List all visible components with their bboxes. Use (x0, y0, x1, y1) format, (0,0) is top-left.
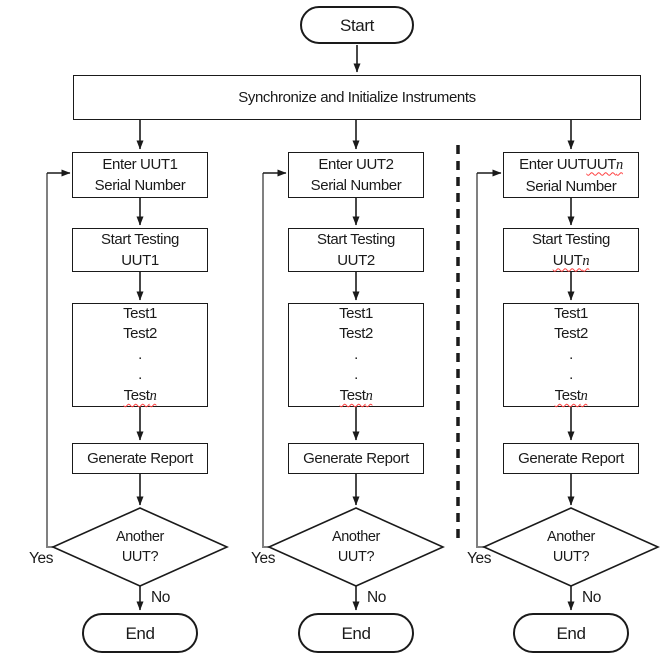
start-testing-unit-uutn: UUTn (552, 251, 590, 269)
test-line-2: Test2 (554, 325, 588, 343)
label-no-uut2: No (367, 589, 387, 606)
decision-text-uut1: Another UUT? (116, 529, 164, 565)
node-generate-report-uut1: Generate Report (72, 443, 208, 474)
sync-label: Synchronize and Initialize Instruments (238, 89, 476, 106)
test-dot: . (569, 345, 573, 363)
enter-line-uut2: Enter UUT2 (318, 156, 394, 173)
node-enter-serial-uutn: Enter UUT​UUTn Serial Number (503, 152, 639, 198)
test-dot: . (569, 366, 573, 384)
loop-yes-wire-uutn (476, 173, 485, 548)
end-label-uut1: End (125, 623, 155, 643)
start-testing-unit-uut1: UUT1 (121, 252, 159, 269)
label-yes-uut2: Yes (251, 550, 276, 567)
node-start-testing-uut1: Start Testing UUT1 (72, 228, 208, 272)
label-no-uutn: No (582, 589, 602, 606)
decision-text-uut2: Another UUT? (332, 529, 380, 565)
label-yes-uutn: Yes (467, 550, 492, 567)
report-label-uut2: Generate Report (303, 450, 409, 467)
test-line-1: Test1 (554, 304, 588, 322)
serial-line-uut2: Serial Number (310, 177, 402, 194)
serial-line-uutn: Serial Number (525, 177, 617, 195)
decision-text-uutn: Another UUT? (547, 529, 595, 565)
node-generate-report-uut2: Generate Report (288, 443, 424, 474)
start-testing-line-uut2: Start Testing (317, 231, 395, 248)
node-enter-serial-uut1: Enter UUT1 Serial Number (72, 152, 208, 198)
end-label-uutn: End (556, 623, 586, 643)
node-start-testing-uutn: Start Testing UUTn (503, 228, 639, 272)
test-line-1: Test1 (339, 304, 373, 322)
node-tests-uut1: Test1 Test2 . . Testn (72, 303, 208, 407)
end-label-uut2: End (341, 623, 371, 643)
report-label-uut1: Generate Report (87, 450, 193, 467)
decision-diamond-uut2 (267, 507, 445, 587)
test-line-n: Testn (123, 386, 157, 404)
node-end-terminator-uutn: End (513, 613, 629, 653)
serial-line-uut1: Serial Number (94, 177, 186, 194)
test-line-2: Test2 (339, 325, 373, 343)
test-dot: . (138, 366, 142, 384)
node-generate-report-uutn: Generate Report (503, 443, 639, 474)
node-end-terminator-uut1: End (82, 613, 198, 653)
loop-yes-wire-uut2 (262, 173, 270, 548)
test-line-1: Test1 (123, 304, 157, 322)
node-sync-process: Synchronize and Initialize Instruments (73, 75, 641, 120)
test-line-n: Testn (554, 386, 588, 404)
start-testing-unit-uut2: UUT2 (337, 252, 375, 269)
start-testing-line-uutn: Start Testing (532, 230, 610, 248)
decision-diamond-uutn (482, 507, 660, 587)
report-label-uutn: Generate Report (518, 450, 624, 467)
node-start-testing-uut2: Start Testing UUT2 (288, 228, 424, 272)
node-tests-uut2: Test1 Test2 . . Testn (288, 303, 424, 407)
test-dot: . (354, 366, 358, 384)
loop-yes-wire-uut1 (46, 173, 54, 548)
test-line-n: Testn (339, 386, 373, 404)
start-label: Start (340, 15, 374, 35)
decision-diamond-uut1 (51, 507, 229, 587)
enter-line-uut1: Enter UUT1 (102, 156, 178, 173)
node-enter-serial-uut2: Enter UUT2 Serial Number (288, 152, 424, 198)
test-dot: . (138, 345, 142, 363)
label-no-uut1: No (151, 589, 171, 606)
start-testing-line-uut1: Start Testing (101, 231, 179, 248)
node-end-terminator-uut2: End (298, 613, 414, 653)
enter-line-uutn: Enter UUT​UUTn (519, 155, 623, 173)
test-dot: . (354, 345, 358, 363)
label-yes-uut1: Yes (29, 550, 54, 567)
node-start-terminator: Start (300, 6, 414, 44)
node-tests-uutn: Test1 Test2 . . Testn (503, 303, 639, 407)
test-line-2: Test2 (123, 325, 157, 343)
